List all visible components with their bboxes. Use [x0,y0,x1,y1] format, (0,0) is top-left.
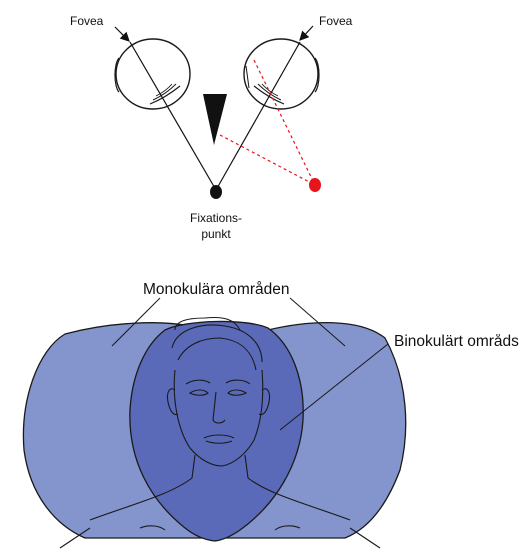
fixation-label-line2: punkt [201,227,231,241]
fovea-right-arrow [299,25,314,41]
left-eye [114,38,191,110]
left-line-of-sight [129,41,217,191]
right-line-of-sight [215,41,301,191]
red-dotted-line-upper [253,59,316,186]
binocular-label: Binokulärt områds [394,334,519,350]
face-drawing [59,316,381,549]
binocular-pointer [279,343,389,431]
red-dotted-line-lower [219,134,316,186]
fixation-label-line1: Fixations- [189,211,242,225]
monocular-pointer-right [289,297,346,347]
fixation-point [210,185,222,199]
right-eye [243,38,320,110]
red-point [309,178,321,192]
fovea-right-label: Fovea [319,14,353,28]
fovea-left-label: Fovea [70,14,104,28]
object-triangle [203,94,227,145]
monocular-pointer-left [111,297,161,347]
fovea-left-arrow [114,26,130,42]
monocular-label: Monokulära områden [143,281,290,298]
